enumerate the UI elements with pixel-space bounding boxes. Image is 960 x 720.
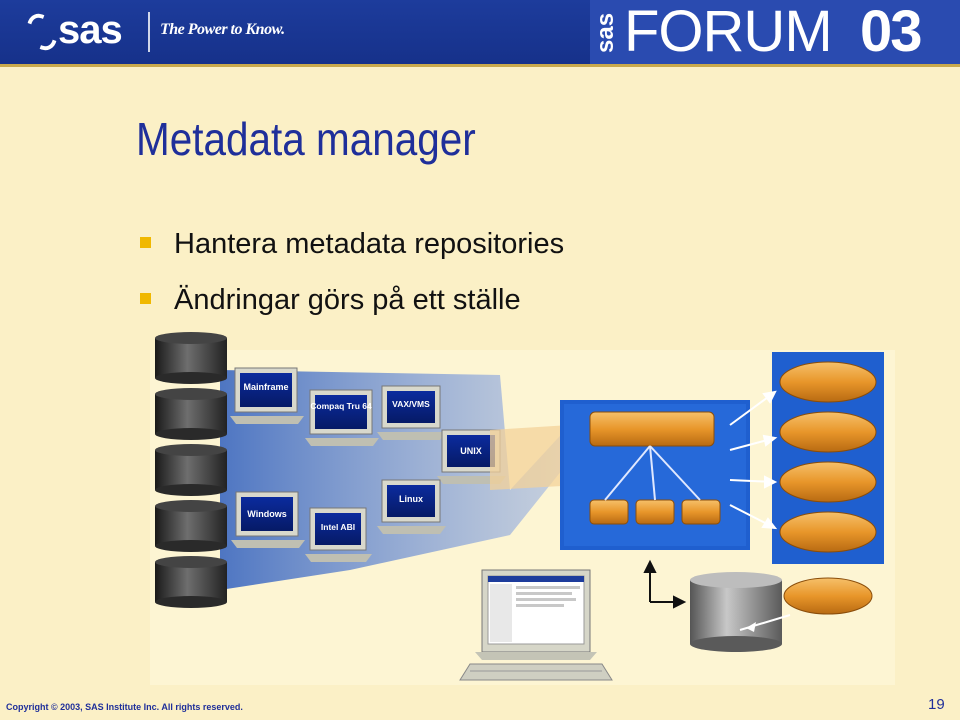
database-icon [155,556,227,608]
platform-label: Mainframe [243,382,288,392]
terminal-compaq: Compaq Tru 64 [305,389,379,446]
server-repository [690,572,873,652]
page-number: 19 [928,696,945,713]
target-repositories [772,352,884,564]
repository-disc [779,461,877,503]
terminal-vax: VAX/VMS [377,385,446,440]
repository-disc [783,577,873,615]
forum-word: FORUM [624,0,833,64]
workstation-computer [459,569,613,681]
axis-marker [643,559,687,609]
platform-label: Linux [399,494,423,504]
database-icon [155,332,227,384]
terminal-linux: Linux [377,479,446,534]
sas-logo-text: sas [58,8,123,52]
terminal-windows: Windows [231,491,305,548]
sas-swirl-icon [21,9,63,56]
database-icon [155,500,227,552]
data-beam [490,425,580,490]
sas-logo: sas [21,8,123,56]
repository-disc [779,411,877,453]
tagline: The Power to Know. [160,21,285,38]
bullet-text: Hantera metadata repositories [174,228,565,260]
slide-title: Metadata manager [136,113,476,165]
source-databases [155,332,227,608]
terminal-intel: Intel ABI [305,507,372,562]
platform-label: Intel ABI [321,522,355,532]
copyright-notice: Copyright © 2003, SAS Institute Inc. All… [6,702,243,712]
platform-label: Compaq Tru 64 [310,401,372,411]
platform-label: UNIX [460,446,482,456]
repository-disc [779,361,877,403]
platform-label: Windows [247,509,286,519]
bullet-square-icon [140,237,151,248]
database-icon [155,444,227,496]
bullet-square-icon [140,293,151,304]
metadata-diagram: Mainframe Compaq Tru 64 VAX/VMS UNIX Win… [150,332,895,685]
database-icon [155,388,227,440]
header-bar: sas The Power to Know. sas FORUM 03 [0,0,960,67]
forum-year: 03 [860,0,922,64]
metadata-repository [560,400,750,550]
bullet-text: Ändringar görs på ett ställe [174,284,521,316]
header-divider [148,12,150,52]
terminal-mainframe: Mainframe [230,367,304,424]
forum-logo-panel [590,0,960,64]
platform-label: VAX/VMS [392,399,430,409]
forum-sas-label: sas [592,12,619,54]
repository-disc [779,511,877,553]
sync-arrows [729,390,778,530]
